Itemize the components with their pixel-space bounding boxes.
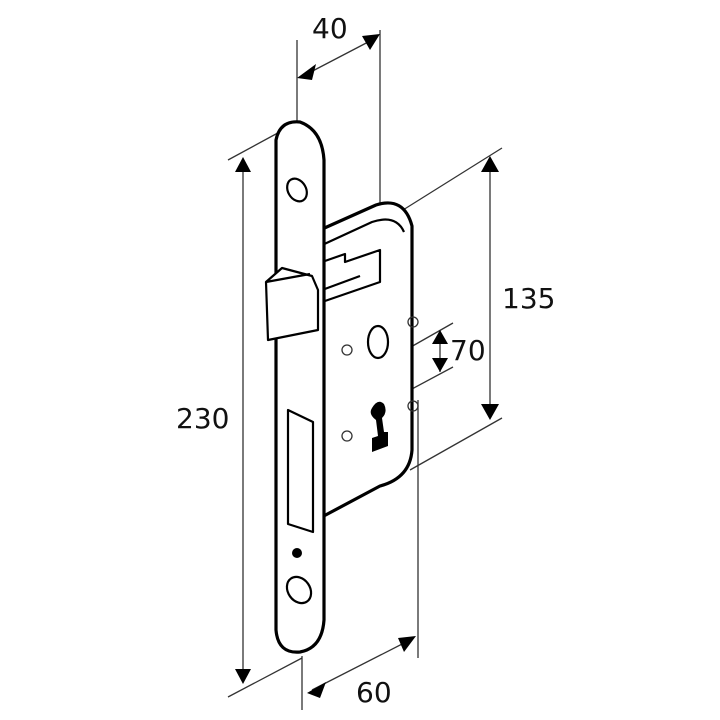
follower-hole	[366, 324, 390, 360]
dimension-40-label: 40	[312, 12, 348, 45]
keyhole-icon	[370, 401, 388, 452]
dimension-60-label: 60	[356, 676, 392, 709]
dimension-135-label: 135	[502, 282, 555, 315]
lock-case	[318, 201, 419, 520]
dimension-230-label: 230	[176, 402, 229, 435]
dimension-lines	[235, 34, 499, 698]
faceplate	[264, 120, 326, 654]
dimension-70-label: 70	[450, 334, 486, 367]
